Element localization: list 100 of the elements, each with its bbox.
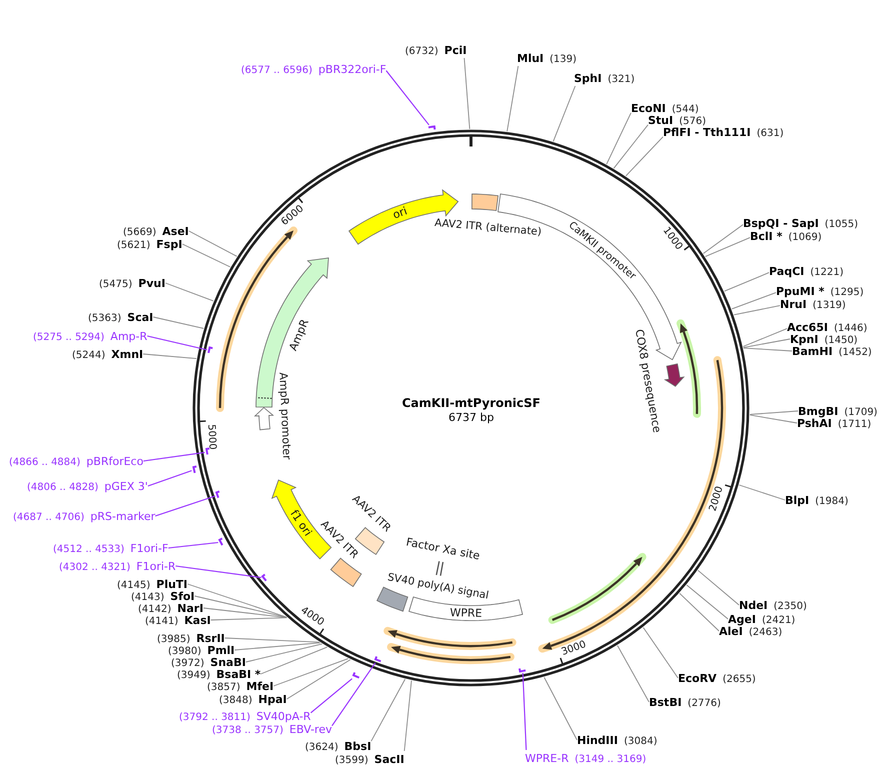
- primer-range: (6577 .. 6596): [241, 64, 312, 77]
- cut-position: (3084): [624, 735, 658, 748]
- enzyme-name: PaqCI: [769, 265, 804, 278]
- enzyme-name: SnaBI: [210, 656, 246, 669]
- leader-line: [152, 316, 204, 329]
- cut-position: (3949): [177, 669, 210, 682]
- leader-line: [188, 230, 238, 257]
- enzyme-name: KpnI: [790, 333, 818, 346]
- leader-line: [738, 484, 786, 500]
- primer-name: WPRE-R: [525, 752, 569, 765]
- leader-line: [724, 272, 770, 292]
- primer-name: pBR322ori-F: [318, 63, 386, 76]
- cut-position: (321): [608, 73, 635, 86]
- cut-position: (5244): [72, 349, 106, 362]
- cut-position: (631): [756, 127, 784, 140]
- leader-line: [187, 584, 287, 618]
- leader-line: [702, 224, 744, 254]
- leader-line: [386, 70, 430, 126]
- cut-position: (2421): [762, 614, 796, 627]
- cut-position: (3980): [168, 645, 202, 658]
- leader-line: [148, 470, 192, 487]
- cut-position: (4145): [117, 579, 150, 592]
- plasmid-name: CamKII-mtPyronicSF: [402, 396, 540, 410]
- cut-position: (6732): [405, 45, 438, 58]
- leader-line: [686, 584, 728, 620]
- primer-name: pBRforEco: [86, 455, 144, 468]
- enzyme-name: PflFI - Tth111I: [663, 126, 751, 139]
- cut-position: (5621): [117, 239, 150, 252]
- primer-range: (3738 .. 3757): [212, 724, 284, 737]
- leader-line: [224, 638, 320, 643]
- leader-line: [168, 542, 218, 549]
- cut-position: (1984): [815, 495, 848, 508]
- cut-position: (3599): [335, 754, 368, 767]
- enzyme-name: BspQI - SapI: [743, 217, 819, 230]
- tick-label: 2000: [708, 486, 726, 513]
- leader-line: [404, 680, 412, 752]
- cut-position: (5363): [88, 312, 122, 325]
- leader-line: [370, 678, 406, 742]
- primer-range: (3792 .. 3811): [179, 711, 250, 724]
- leader-line: [742, 328, 788, 347]
- cut-position: (1709): [844, 406, 878, 419]
- enzyme-name: HpaI: [258, 693, 287, 706]
- leader-line: [245, 644, 323, 662]
- enzyme-name: AseI: [162, 225, 189, 238]
- cut-position: (3857): [207, 681, 240, 694]
- enzyme-name: PmlI: [207, 644, 235, 657]
- enzyme-name: BamHI: [792, 345, 833, 358]
- leader-line: [464, 58, 470, 130]
- enzyme-name: PpuMI *: [776, 285, 824, 298]
- enzyme-name: EcoRV: [678, 672, 717, 685]
- enzyme-name: BlpI: [785, 494, 810, 507]
- feature-label: AmpR promoter: [276, 372, 294, 460]
- cut-position: (139): [550, 53, 577, 66]
- leader-line: [273, 658, 349, 686]
- leader-line: [679, 592, 720, 632]
- cut-position: (5669): [123, 226, 156, 239]
- cut-position: (1452): [838, 346, 872, 359]
- primer-range: (4866 .. 4884): [9, 456, 80, 469]
- cut-position: (2350): [774, 600, 807, 613]
- leader-line: [182, 244, 231, 268]
- cut-position: (3624): [305, 741, 338, 754]
- enzyme-name: BstBI: [649, 696, 682, 709]
- enzyme-name: StuI: [648, 114, 674, 127]
- leader-line: [142, 354, 197, 359]
- leader-line: [642, 627, 678, 678]
- leader-line: [731, 292, 776, 310]
- enzyme-name: BbsI: [344, 740, 372, 753]
- primer-name: pGEX 3': [104, 480, 148, 493]
- enzyme-name: FspI: [156, 238, 182, 251]
- enzyme-name: Acc65I: [787, 321, 828, 334]
- tick-label: 5000: [204, 424, 216, 450]
- leader-line: [734, 305, 780, 316]
- enzyme-name: PciI: [444, 44, 467, 57]
- enzyme-name: SphI: [574, 72, 602, 85]
- leader-line: [310, 678, 352, 714]
- leader-line: [697, 570, 740, 606]
- leader-line: [202, 608, 288, 618]
- primer-range: (4806 .. 4828): [27, 481, 98, 494]
- leader-line: [286, 659, 351, 700]
- cut-position: (1450): [824, 334, 858, 347]
- cut-position: (1446): [834, 322, 868, 335]
- cut-position: (2776): [688, 697, 721, 710]
- cut-position: (1069): [788, 231, 822, 244]
- enzyme-name: SacII: [374, 753, 404, 766]
- primer-name: SV40pA-R: [256, 710, 311, 723]
- cut-position: (576): [679, 115, 706, 128]
- primer-range: (4512 .. 4533): [53, 543, 124, 556]
- cut-position: (3972): [171, 657, 204, 670]
- enzyme-name: BsaBI *: [216, 668, 261, 681]
- leader-line: [749, 410, 798, 415]
- enzyme-name: MfeI: [246, 680, 274, 693]
- cut-position: (1295): [830, 286, 864, 299]
- leader-line: [260, 646, 328, 674]
- leader-line: [552, 86, 576, 142]
- cut-position: (5475): [99, 278, 132, 291]
- enzyme-name: NarI: [177, 602, 204, 615]
- enzyme-name: AleI: [719, 625, 743, 638]
- cut-position: (1319): [812, 299, 846, 312]
- cut-position: (544): [672, 103, 699, 116]
- leader-line: [147, 335, 208, 350]
